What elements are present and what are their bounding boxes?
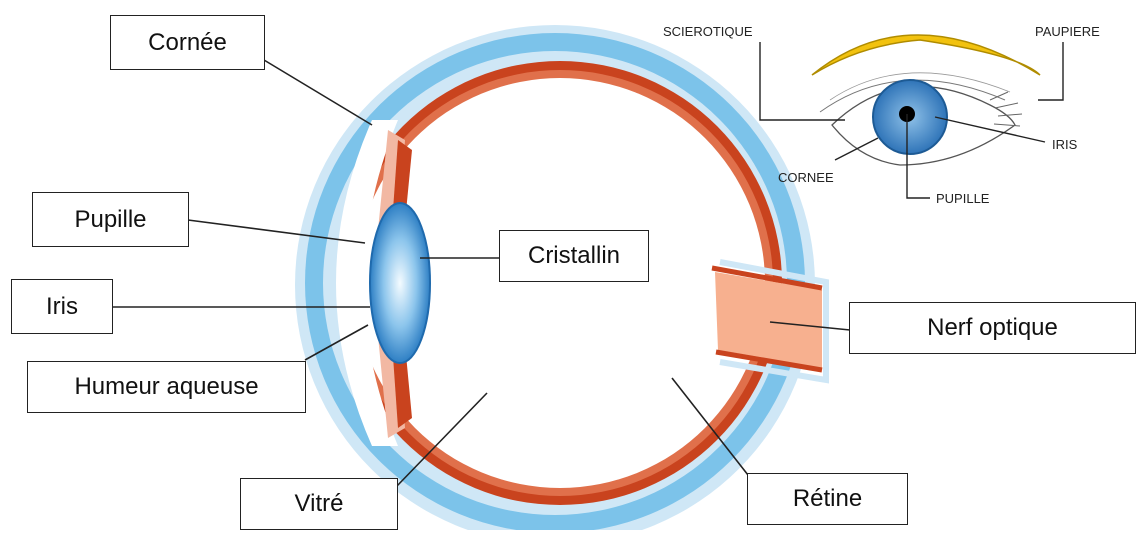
label-humeur-aqueuse: Humeur aqueuse	[27, 361, 306, 413]
label-nerf-optique: Nerf optique	[849, 302, 1136, 354]
label-inset-cornee: CORNEE	[778, 170, 834, 185]
crystalline-lens	[370, 203, 430, 363]
label-iris: Iris	[11, 279, 113, 334]
label-pupille: Pupille	[32, 192, 189, 247]
label-cristallin: Cristallin	[499, 230, 649, 282]
eyelid-shape	[812, 35, 1040, 75]
leader-sclerotique	[760, 42, 845, 120]
leader-paupiere	[1038, 42, 1063, 100]
leader-cornee	[264, 60, 372, 125]
label-inset-iris: IRIS	[1052, 137, 1077, 152]
label-inset-sclerotique: SCIEROTIQUE	[663, 24, 753, 39]
inset-eye	[812, 35, 1040, 165]
label-inset-pupille: PUPILLE	[936, 191, 989, 206]
label-inset-paupiere: PAUPIERE	[1035, 24, 1100, 39]
label-retine: Rétine	[747, 473, 908, 525]
label-cornee: Cornée	[110, 15, 265, 70]
label-vitre: Vitré	[240, 478, 398, 530]
